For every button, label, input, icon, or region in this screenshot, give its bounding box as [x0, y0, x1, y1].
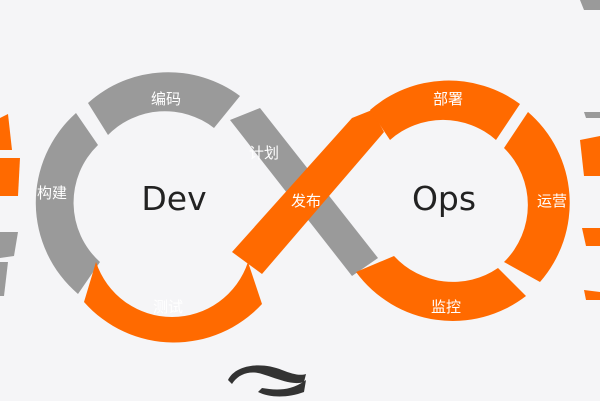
- segment-build: [35, 113, 100, 294]
- bottom-swirl-fragment: [228, 365, 306, 384]
- label-operate: 运营: [537, 192, 567, 210]
- left-edge-orange-fragment: [0, 158, 20, 196]
- left-edge-orange-fragment: [0, 114, 12, 150]
- segment-operate: [504, 112, 570, 282]
- left-edge-grey-fragment: [0, 232, 18, 258]
- right-edge-orange-fragment: [580, 136, 600, 176]
- label-test: 测试: [153, 298, 183, 316]
- label-deploy: 部署: [433, 90, 463, 108]
- right-edge-orange-fragment: [584, 290, 600, 300]
- right-edge-orange-fragment: [582, 228, 600, 246]
- label-build: 构建: [37, 184, 67, 202]
- left-edge-grey-fragment: [0, 262, 8, 296]
- right-edge-grey-fragment: [584, 112, 600, 118]
- segment-monitor: [356, 256, 526, 321]
- right-edge-grey-fragment: [580, 0, 600, 10]
- segment-release: [232, 110, 384, 274]
- crossing: [230, 108, 384, 276]
- label-release: 发布: [291, 192, 321, 210]
- ops-label: Ops: [412, 179, 476, 218]
- dev-loop: [35, 72, 262, 343]
- segment-code: [88, 72, 240, 135]
- bottom-swirl-fragment: [258, 380, 306, 397]
- ops-loop: [356, 80, 570, 321]
- dev-label: Dev: [141, 179, 206, 218]
- segment-deploy: [370, 80, 520, 140]
- label-code: 编码: [151, 90, 181, 108]
- label-monitor: 监控: [431, 298, 461, 316]
- segment-test: [84, 262, 262, 343]
- label-plan: 计划: [249, 144, 279, 162]
